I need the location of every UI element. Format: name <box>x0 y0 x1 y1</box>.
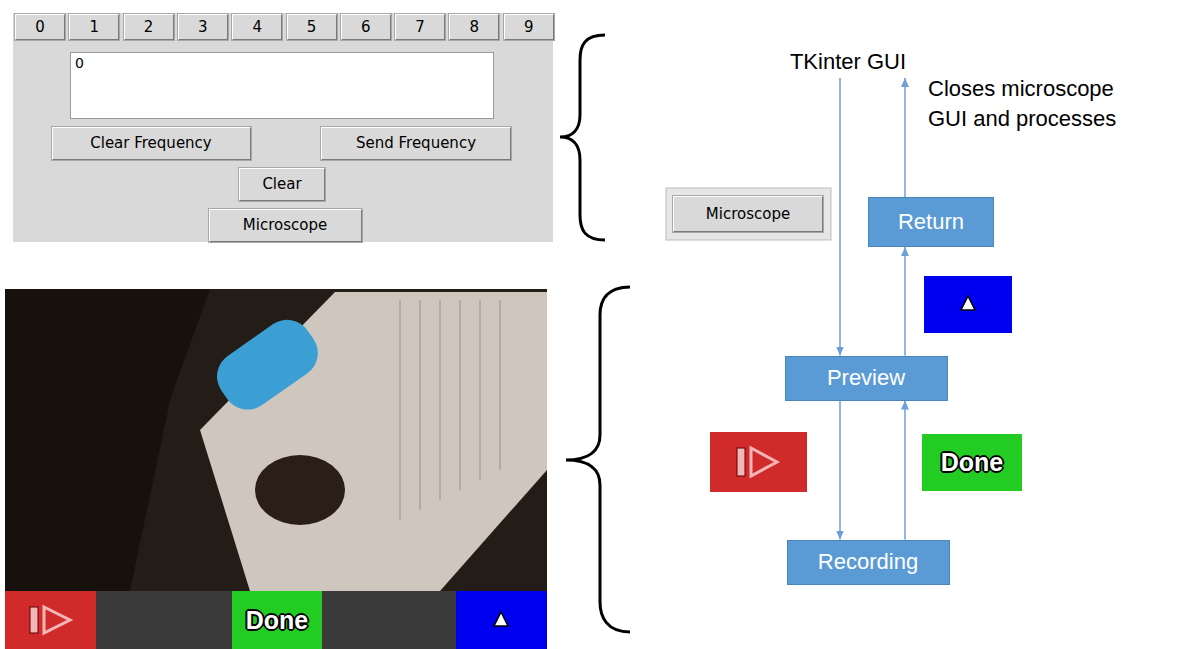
digit-button: 7 <box>395 14 445 40</box>
gui-button: Send Frequency <box>321 127 511 160</box>
node-text: Done <box>246 606 309 635</box>
gui-button: Clear Frequency <box>52 127 251 160</box>
toolbar-gap <box>322 591 456 649</box>
blind-line <box>479 300 481 480</box>
digit-button: 1 <box>69 14 119 40</box>
node-text: Microscope <box>706 205 790 223</box>
node-text: Microscope <box>243 216 327 234</box>
return-icon <box>494 612 508 626</box>
blind-line <box>399 300 401 520</box>
node-text: 1 <box>90 18 100 36</box>
toolbar-gap <box>96 591 232 649</box>
done-button: Done <box>922 434 1022 491</box>
note-text: Closes microscope GUI and processes <box>928 74 1143 134</box>
node-text: 4 <box>252 18 262 36</box>
node-text: 9 <box>524 18 534 36</box>
node-text: Return <box>898 209 964 235</box>
photo-head <box>255 455 345 525</box>
return-button <box>456 591 547 649</box>
blind-line <box>459 300 461 490</box>
brace <box>560 35 605 240</box>
photo-bottle <box>207 310 327 419</box>
digit-button: 6 <box>341 14 391 40</box>
node-text: Recording <box>818 549 918 575</box>
node-text: 5 <box>307 18 317 36</box>
photo-window <box>200 292 547 591</box>
flow-arrow <box>904 247 906 356</box>
digit-button: 3 <box>178 14 228 40</box>
camera-photo <box>5 289 547 591</box>
flow-arrow <box>839 78 841 356</box>
record-button <box>710 432 807 492</box>
brace <box>566 287 630 632</box>
return-icon <box>961 296 975 310</box>
blind-line <box>439 300 441 500</box>
gui-button: Clear <box>239 168 325 201</box>
blind-line <box>499 300 501 470</box>
node-text: 0 <box>75 55 84 71</box>
state-box: Return <box>868 197 994 247</box>
blind-line <box>419 300 421 510</box>
digit-button: 9 <box>504 14 554 40</box>
gui-button: Microscope <box>209 209 362 242</box>
record-icon <box>737 448 745 476</box>
node-text: 2 <box>144 18 154 36</box>
digit-button: 4 <box>232 14 282 40</box>
record-icon <box>44 607 70 633</box>
node-text: Send Frequency <box>356 134 476 152</box>
state-title: TKinter GUI <box>748 46 948 78</box>
record-icon <box>30 607 38 633</box>
photo-blinds <box>400 300 500 520</box>
node-text: TKinter GUI <box>790 49 906 75</box>
node-text: 6 <box>361 18 371 36</box>
digit-button: 0 <box>15 14 65 40</box>
record-icon <box>751 448 777 476</box>
flow-arrow <box>839 401 841 540</box>
node-text: Clear Frequency <box>90 134 212 152</box>
frequency-field: 0 <box>70 52 494 119</box>
node-text: Clear <box>262 175 301 193</box>
node-text: Done <box>941 448 1004 477</box>
state-box: Preview <box>785 356 948 401</box>
return-button <box>924 276 1012 333</box>
node-text: Preview <box>827 365 905 391</box>
flow-arrow <box>904 78 906 197</box>
digit-button: 2 <box>124 14 174 40</box>
done-button: Done <box>232 591 322 649</box>
state-box: Recording <box>787 540 950 585</box>
digit-button: 5 <box>287 14 337 40</box>
node-text: 0 <box>35 18 45 36</box>
record-button <box>5 591 96 649</box>
gui-panel <box>13 13 553 242</box>
digit-button: 8 <box>449 14 499 40</box>
node-text: 8 <box>470 18 480 36</box>
gui-button: Microscope <box>673 196 823 232</box>
button-snapshot <box>666 188 831 240</box>
flow-arrow <box>904 401 906 540</box>
node-text: 7 <box>415 18 425 36</box>
photo-shadow <box>5 289 210 591</box>
node-text: 3 <box>198 18 208 36</box>
